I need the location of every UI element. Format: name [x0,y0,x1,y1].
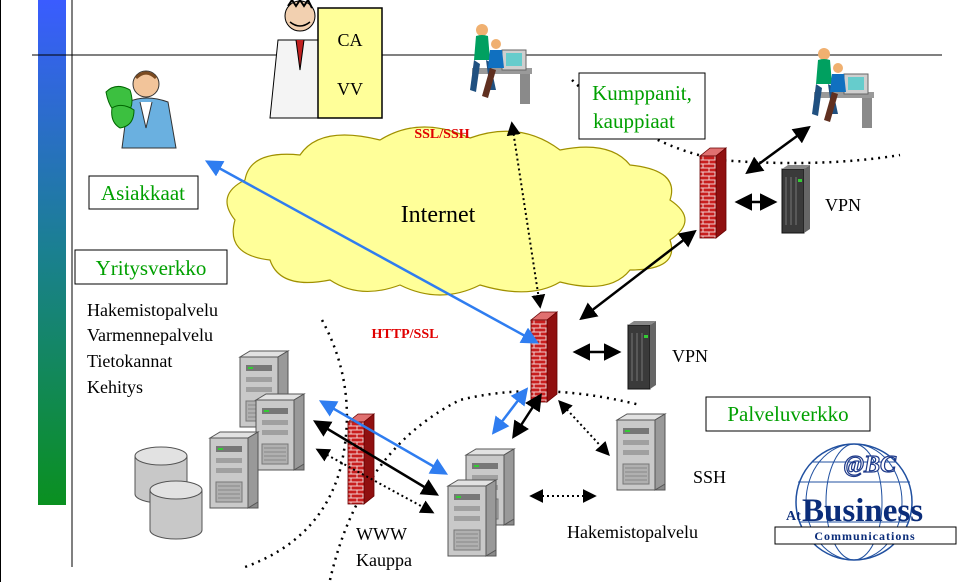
customer-figure-icon [105,70,177,149]
vpn-label-service: VPN [672,346,708,366]
corporate-service-item: Tietokannat [87,351,172,371]
certificate-authority-figure-icon [269,0,383,119]
certificate-card [317,7,383,119]
logo-wordmark: Business [802,493,923,529]
partner-firewall-icon [699,147,727,239]
logo-tagline: Communications [814,529,915,543]
firewall-web-link [512,393,542,439]
ssh-server-label: SSH [693,467,726,487]
corporate-service-item: Kehitys [87,377,143,397]
www-server-label: WWW [356,524,407,544]
partners-label-line2: kauppiaat [593,109,675,133]
vpn-gateway-partner-icon [781,164,811,234]
partner-workstation-icon [811,47,875,129]
partner-firewall-link [745,125,811,175]
firewall-to-firewall-link [579,229,697,321]
shop-server-icon [447,479,497,557]
main-firewall-icon [530,311,558,403]
customers-label: Asiakkaat [101,181,185,205]
vpn-gateway-service-icon [627,320,657,390]
corporate-shop-link [315,448,435,514]
certificate-vv-label: VV [337,79,363,99]
partners-zone-box [578,72,706,140]
title-sidebar-bar [38,0,66,505]
http-ssl-protocol-label: HTTP/SSL [372,327,439,342]
service-zone-box [705,396,871,432]
corporate-label: Yritysverkko [96,256,207,280]
internal-firewall-icon [347,413,375,505]
firewall-ssh-link [558,399,610,457]
vpn-label-partner: VPN [825,195,861,215]
certificate-ca-label: CA [337,30,362,50]
ssh-server-icon [616,413,666,491]
internet-label: Internet [401,202,476,228]
remote-user-workstation-icon [469,23,533,105]
corporate-server-icon [255,393,305,471]
atbusiness-logo: @BC At Business Communications [774,443,957,561]
customer-http-link [204,160,540,344]
logo-badge: @BC [844,452,897,478]
corporate-service-item: Hakemistopalvelu [87,300,218,320]
service-label: Palveluverkko [727,402,848,426]
customers-zone-box [88,175,199,210]
directory-server-label: Hakemistopalvelu [567,522,698,542]
database-icon [149,480,203,540]
logo-prefix: At [786,509,801,524]
ssl-ssh-protocol-label: SSL/SSH [414,127,469,142]
remote-ssh-link [506,121,546,309]
corporate-service-item: Varmennepalvelu [87,325,213,345]
shop-server-label: Kauppa [356,550,412,570]
partners-label-line1: Kumppanit, [592,81,692,105]
corporate-server-icon [209,431,259,509]
